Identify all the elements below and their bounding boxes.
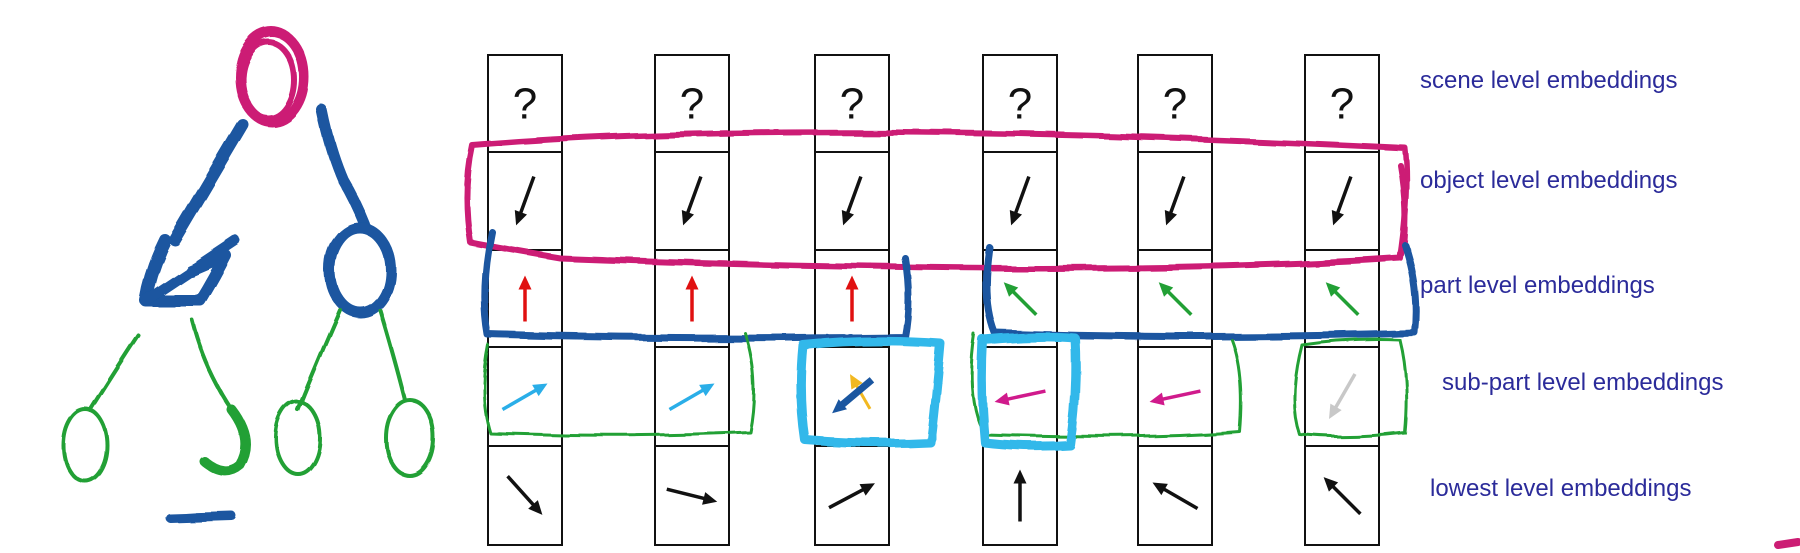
scene-question-mark: ? [1330, 80, 1354, 129]
tree-subpart-node-4 [384, 398, 436, 478]
embedding-columns: ?????? [487, 54, 1380, 546]
tree-underline-dash [165, 511, 237, 523]
subpart-level-label: sub-part level embeddings [1442, 369, 1724, 396]
object-level-label: object level embeddings [1420, 167, 1678, 194]
object-embedding-arrow [1164, 175, 1186, 226]
lowest-embedding-arrow [1323, 477, 1362, 516]
embedding-column-3: ? [814, 54, 890, 546]
part-embedding-arrow [1003, 282, 1038, 317]
part-level-label: part level embeddings [1420, 272, 1655, 299]
tree-edge-left-sub2 [190, 318, 234, 412]
object-embedding-arrow [841, 175, 863, 226]
object-embedding-arrow [1009, 175, 1031, 226]
part-embedding-arrow [518, 275, 532, 322]
subpart-group-outline-middle [970, 333, 1243, 439]
tree-subpart-node-3 [274, 400, 322, 476]
subpart-embedding-arrow [501, 383, 548, 412]
tree-part-node-right [324, 222, 396, 318]
tree-edge-right-sub4 [378, 308, 407, 402]
embedding-column-1: ? [487, 54, 563, 546]
part-embedding-arrow [845, 275, 859, 322]
scene-question-mark: ? [1163, 80, 1187, 129]
lowest-embedding-arrow [666, 487, 718, 505]
level-labels: scene level embeddings object level embed… [1420, 67, 1724, 502]
part-embedding-arrow [1158, 282, 1193, 317]
part-group-outline-left [481, 228, 912, 342]
highlight-box-column-3 [796, 336, 945, 448]
lowest-embedding-arrow [506, 475, 543, 515]
embedding-column-4: ? [982, 54, 1058, 546]
part-group-outline-right [983, 241, 1420, 340]
object-embedding-arrow [1331, 175, 1353, 226]
lowest-level-label: lowest level embeddings [1430, 475, 1691, 502]
tree-edge-root-right [316, 104, 371, 231]
highlight-box-column-4 [977, 332, 1081, 451]
scene-question-mark: ? [513, 80, 537, 129]
group-outlines [463, 129, 1420, 451]
tree-root-node [235, 27, 309, 127]
object-embedding-arrow [681, 175, 703, 226]
tree-edge-right-sub3 [296, 308, 342, 412]
subpart-embedding-arrow [832, 377, 875, 414]
subpart-embedding-arrow [1329, 373, 1357, 420]
scene-level-label: scene level embeddings [1420, 67, 1678, 94]
lowest-embedding-arrow [828, 483, 875, 510]
object-level-outline [463, 129, 1410, 271]
subpart-embedding-arrow [1149, 389, 1201, 406]
scene-question-mark: ? [840, 80, 864, 129]
embedding-column-2: ? [654, 54, 730, 546]
embedding-column-6: ? [1304, 54, 1380, 546]
tree-edge-left-sub1 [88, 333, 140, 412]
tree-part-node-left [139, 234, 240, 306]
subpart-group-outline-right [1293, 338, 1409, 439]
subpart-embedding-arrow [668, 383, 715, 412]
tree-subpart-node-1 [61, 407, 109, 483]
lowest-embedding-arrow [1013, 469, 1027, 522]
subpart-embedding-arrow-extra [850, 374, 872, 410]
subpart-group-outline-left [482, 331, 756, 437]
part-embedding-arrow [685, 275, 699, 322]
part-embedding-arrow [1325, 282, 1360, 317]
lowest-embedding-arrow [1152, 482, 1199, 511]
tree-edge-root-left [169, 119, 249, 246]
scene-question-mark: ? [1008, 80, 1032, 129]
object-embedding-arrow [514, 175, 536, 226]
tree-subpart-node-2 [200, 405, 251, 476]
embedding-column-5: ? [1137, 54, 1213, 546]
scene-question-mark: ? [680, 80, 704, 129]
subpart-embedding-arrow [994, 389, 1046, 406]
corner-mark [1774, 538, 1800, 549]
hand-drawn-parse-tree [61, 27, 436, 523]
